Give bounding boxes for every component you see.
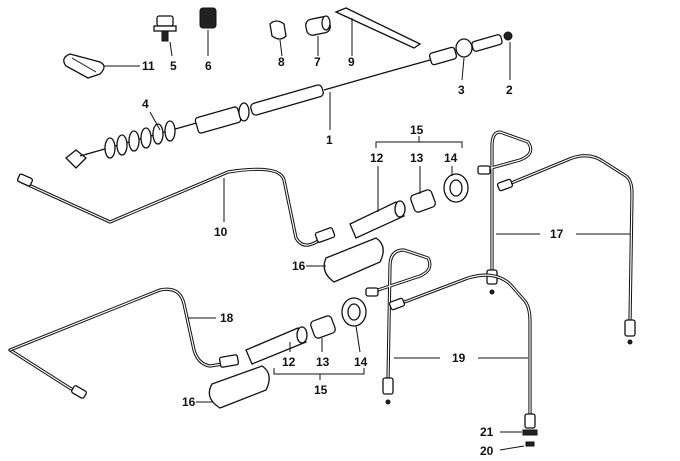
callout-3: 3 — [458, 83, 465, 97]
upper-adjuster-group — [306, 136, 469, 283]
callout-15-upper: 15 — [410, 123, 424, 137]
part-8-clip — [269, 20, 287, 57]
callout-14-lower: 14 — [354, 355, 368, 369]
part-18-cable — [8, 287, 240, 399]
callout-12-upper: 12 — [370, 151, 384, 165]
callout-19: 19 — [452, 351, 466, 365]
callout-14-upper: 14 — [444, 151, 458, 165]
lower-adjuster-group — [196, 297, 367, 409]
part-19-cable — [365, 248, 538, 451]
callout-8: 8 — [278, 55, 285, 69]
callout-5: 5 — [170, 59, 177, 73]
callout-11: 11 — [142, 59, 155, 73]
part-17-cable — [477, 130, 636, 345]
part-10-cable — [16, 167, 336, 247]
main-cable-assembly — [65, 31, 513, 169]
callout-15-lower: 15 — [314, 383, 328, 397]
spring-coils — [104, 120, 176, 159]
callout-6: 6 — [205, 59, 212, 73]
callout-13-upper: 13 — [410, 151, 424, 165]
callout-9: 9 — [348, 55, 355, 69]
callout-7: 7 — [314, 55, 321, 69]
callout-16-upper: 16 — [292, 259, 306, 273]
callout-2: 2 — [506, 83, 513, 97]
part-5-bolt — [153, 15, 177, 57]
callout-12-lower: 12 — [282, 355, 296, 369]
callout-20: 20 — [480, 444, 494, 458]
callout-1: 1 — [326, 133, 333, 147]
callout-21: 21 — [480, 425, 494, 439]
callout-4: 4 — [142, 97, 149, 111]
callout-10: 10 — [214, 225, 228, 239]
part-9-strip — [334, 7, 422, 56]
callout-18: 18 — [220, 311, 234, 325]
callout-16-lower: 16 — [182, 395, 196, 409]
callout-17: 17 — [550, 227, 564, 241]
part-7-sleeve — [305, 15, 331, 56]
callout-labels: 1 2 3 4 5 6 8 7 9 10 11 12 13 14 15 16 1… — [142, 55, 564, 458]
callout-13-lower: 13 — [316, 355, 330, 369]
part-11-grip — [63, 53, 140, 79]
part-6-nut — [199, 7, 217, 56]
